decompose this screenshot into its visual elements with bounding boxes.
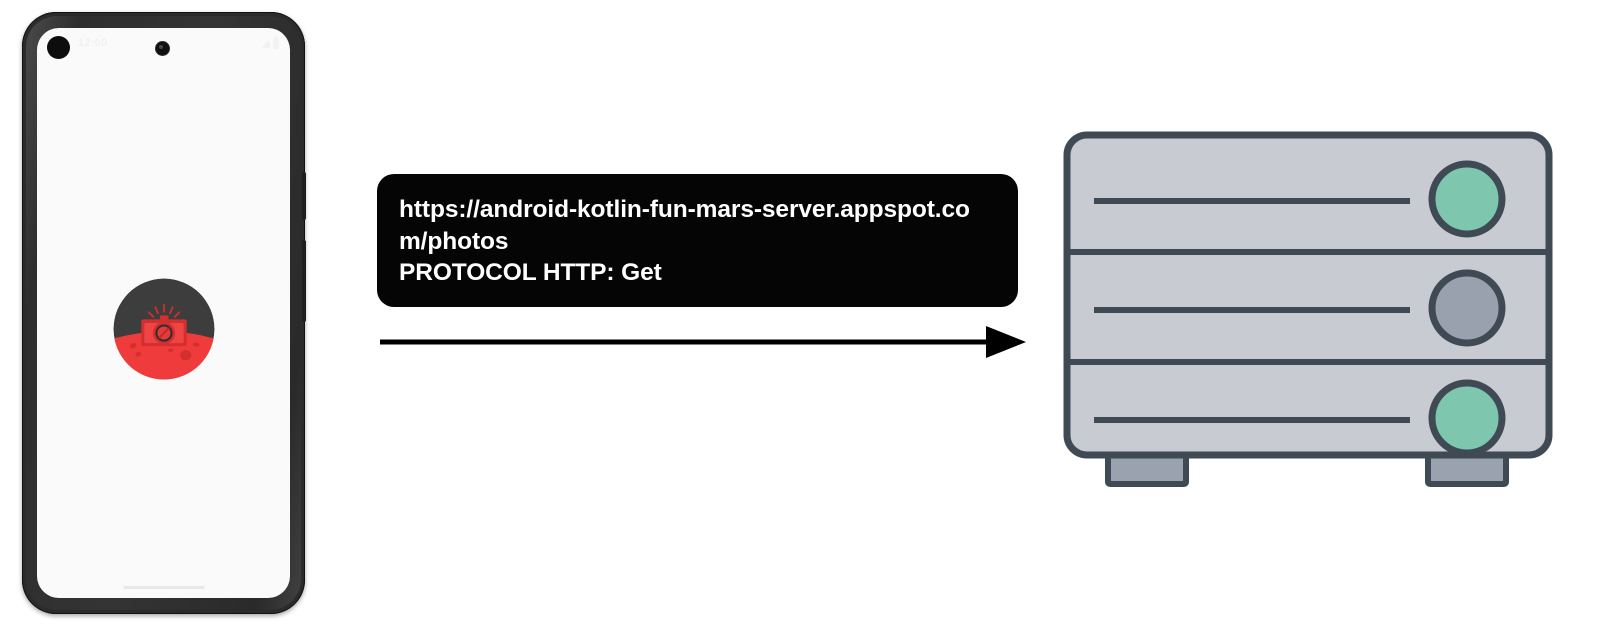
status-icons [261,36,279,49]
request-arrow [380,326,1026,358]
server-led-2 [1428,269,1506,347]
mars-photos-app-icon[interactable] [113,278,214,380]
status-time: 12:00 [78,37,108,49]
http-request-tooltip: https://android-kotlin-fun-mars-server.a… [377,174,1018,307]
mars-crater-small-4 [167,348,173,352]
web-server [1063,131,1553,487]
camera-lens-glint [157,327,170,339]
server-unit-2 [1094,269,1506,347]
power-button[interactable] [302,172,306,220]
arrow-head-icon [986,326,1026,358]
server-chassis [1063,131,1553,459]
server-unit-1 [1094,160,1506,238]
server-led-3 [1428,379,1506,457]
home-gesture-indicator[interactable] [123,586,204,589]
front-camera-punch-hole-icon [156,42,169,55]
server-unit-3 [1094,379,1506,457]
mars-crater-large [179,350,191,361]
camera-flash-rays-icon [147,303,180,318]
mars-crater-small-1 [129,342,137,349]
notification-dot-icon [47,36,70,59]
tooltip-protocol-text: PROTOCOL HTTP: Get [399,259,662,286]
mars-crater-small-3 [192,342,200,347]
app-icon-artwork [113,278,214,380]
phone-screen[interactable]: 12:00 [37,28,290,598]
server-led-1 [1428,160,1506,238]
camera-viewfinder [159,315,169,320]
mars-crater-small-2 [134,351,141,357]
status-bar: 12:00 [37,28,290,62]
volume-rocker[interactable] [302,240,306,322]
android-phone: 12:00 [22,12,306,614]
tooltip-url-text: https://android-kotlin-fun-mars-server.a… [399,196,970,255]
signal-icon [261,39,270,48]
battery-icon [273,36,279,49]
